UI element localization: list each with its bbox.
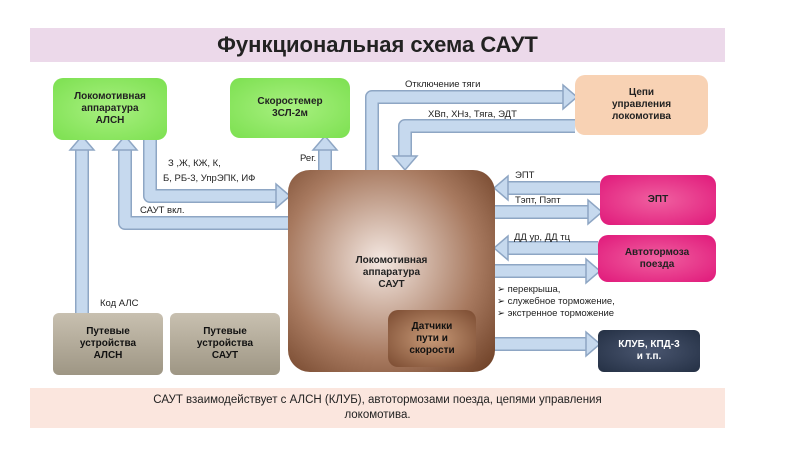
box-text: и т.п. (636, 351, 662, 362)
box-text: Датчики (411, 320, 453, 332)
box-text: Автотормоза (624, 246, 690, 258)
box-text: Скоростемер (257, 96, 323, 107)
box-text: Путевые (203, 326, 247, 337)
label-reg: Рег. (300, 153, 317, 164)
label-signals-2: Б, РБ-3, УпрЭПК, ИФ (163, 173, 256, 184)
box-text: Локомотивная (74, 91, 146, 102)
title-band: Функциональная схема САУТ (30, 28, 725, 62)
box-text: Локомотивная (355, 255, 428, 266)
box-text: КЛУБ, КПД-3 (618, 339, 680, 350)
box-text: устройства (79, 338, 137, 349)
box-text: управления (611, 99, 672, 110)
box-text: поезда (639, 258, 675, 270)
caption-line-1: САУТ взаимодействует с АЛСН (КЛУБ), авто… (153, 394, 602, 406)
page-title: Функциональная схема САУТ (217, 32, 538, 57)
label-ept-in: ЭПТ (515, 170, 535, 181)
list-item-text: экстренное торможение (507, 308, 615, 319)
caption-line-2: локомотива. (344, 409, 411, 421)
list-item-text: служебное торможение, (507, 296, 615, 307)
label-pressure: ДД ур, ДД тц (514, 232, 571, 243)
box-text: Цепи (628, 87, 655, 98)
box-text: АЛСН (95, 115, 125, 126)
box-text: локомотива (612, 111, 671, 122)
label-traction-off: Отключение тяги (405, 79, 481, 90)
box-text: САУТ (378, 279, 405, 290)
list-item: ➢ экстренное торможение (497, 308, 615, 319)
label-code-als: Код АЛС (100, 298, 139, 309)
box-text: АЛСН (93, 350, 123, 361)
brake-modes-list: ➢ перекрыша, ➢ служебное торможение, ➢ э… (497, 284, 615, 320)
label-loco-signals: ХВп, ХНз, Тяга, ЭДТ (428, 109, 517, 120)
label-ept-out: Тэпт, Пэпт (515, 195, 561, 206)
box-text: аппаратура (81, 103, 139, 114)
ept-box: ЭПТ (600, 175, 716, 225)
box-text: устройства (196, 338, 254, 349)
box-text: скорости (409, 344, 455, 356)
box-text: пути и (416, 332, 448, 344)
box-text: ЭПТ (647, 194, 669, 205)
box-text: 3СЛ-2м (272, 108, 308, 119)
list-item-text: перекрыша, (507, 284, 561, 295)
box-text: САУТ (211, 350, 239, 361)
box-text: аппаратура (362, 267, 421, 278)
list-item: ➢ служебное торможение, (497, 296, 615, 307)
label-saut-on: САУТ вкл. (140, 205, 185, 216)
caption-band: САУТ взаимодействует с АЛСН (КЛУБ), авто… (30, 388, 725, 428)
list-item: ➢ перекрыша, (497, 284, 561, 295)
box-text: Путевые (86, 326, 130, 337)
label-signals-1: З ,Ж, КЖ, К, (168, 158, 221, 169)
